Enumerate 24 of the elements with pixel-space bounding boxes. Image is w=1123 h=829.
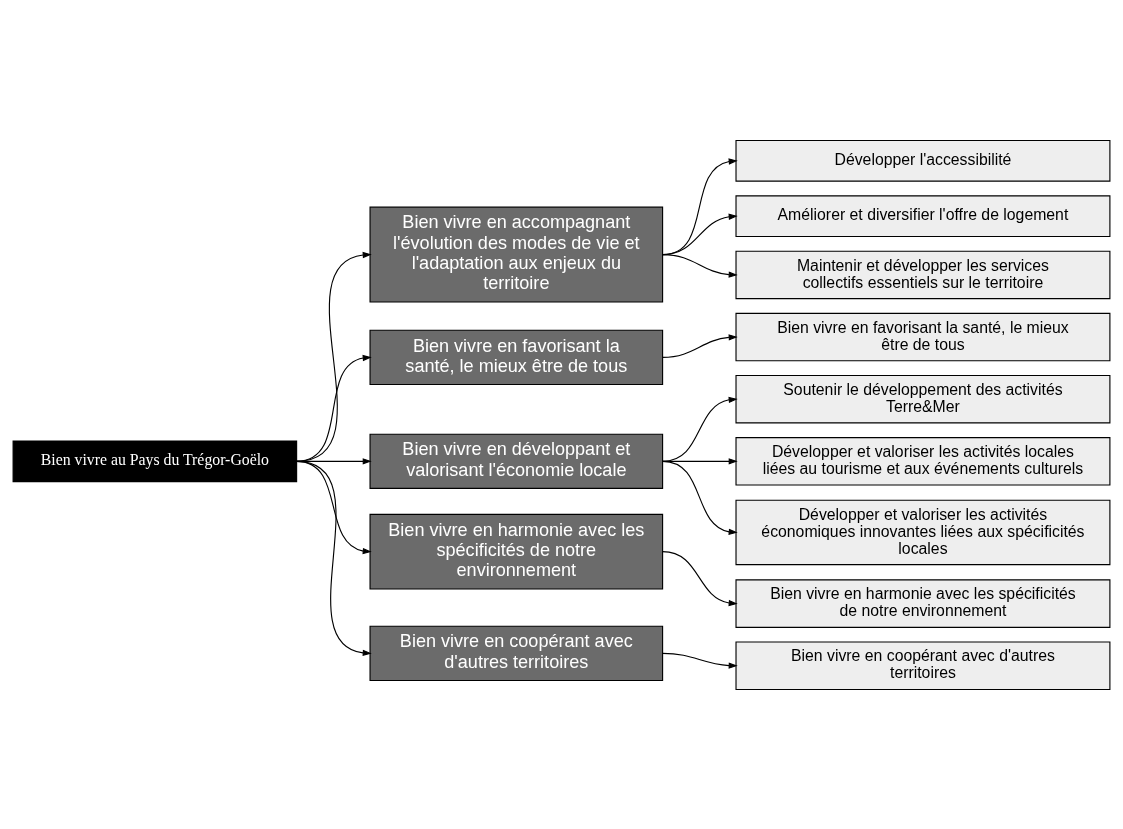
node-box: Développer et valoriser les activités économiques innovantes liées aux spécificités locales <box>735 499 1111 565</box>
node-box: Soutenir le développement des activités Terre&Mer <box>735 374 1111 423</box>
node-box: Développer l'accessibilité <box>735 139 1111 182</box>
arrow <box>296 460 372 656</box>
node-box: Bien vivre en harmonie avec les spécificités de notre environnement <box>735 578 1111 628</box>
node-box: Bien vivre en harmonie avec les spécificités de notre environnement <box>369 513 664 589</box>
arrow <box>296 251 372 462</box>
node-box: Bien vivre en favorisant la santé, le mieux être de tous <box>735 312 1111 361</box>
node-box: Bien vivre en développant et valorisant l'économie locale <box>369 433 664 489</box>
node-box: Bien vivre en favorisant la santé, le mieux être de tous <box>369 329 664 385</box>
node-box: Développer et valoriser les activités locales liées au tourisme et aux événements culturels <box>735 436 1111 486</box>
arrow <box>662 333 738 358</box>
arrow <box>662 652 738 669</box>
node-box: Améliorer et diversifier l'offre de logement <box>735 194 1111 237</box>
node-box: Bien vivre au Pays du Trégor-Goëlo <box>12 439 298 482</box>
node-box: Maintenir et développer les services collectifs essentiels sur le territoire <box>735 250 1111 299</box>
node-box: Bien vivre en coopérant avec d'autres territoires <box>735 640 1111 690</box>
arrow <box>662 396 738 462</box>
arrow <box>662 460 738 535</box>
node-box: Bien vivre en accompagnant l'évolution des modes de vie et l'adaptation aux enjeux du territoire <box>369 206 664 303</box>
node-box: Bien vivre en coopérant avec d'autres territoires <box>369 625 664 681</box>
arrow <box>296 354 372 462</box>
arrow <box>662 253 738 278</box>
arrow <box>662 550 738 606</box>
